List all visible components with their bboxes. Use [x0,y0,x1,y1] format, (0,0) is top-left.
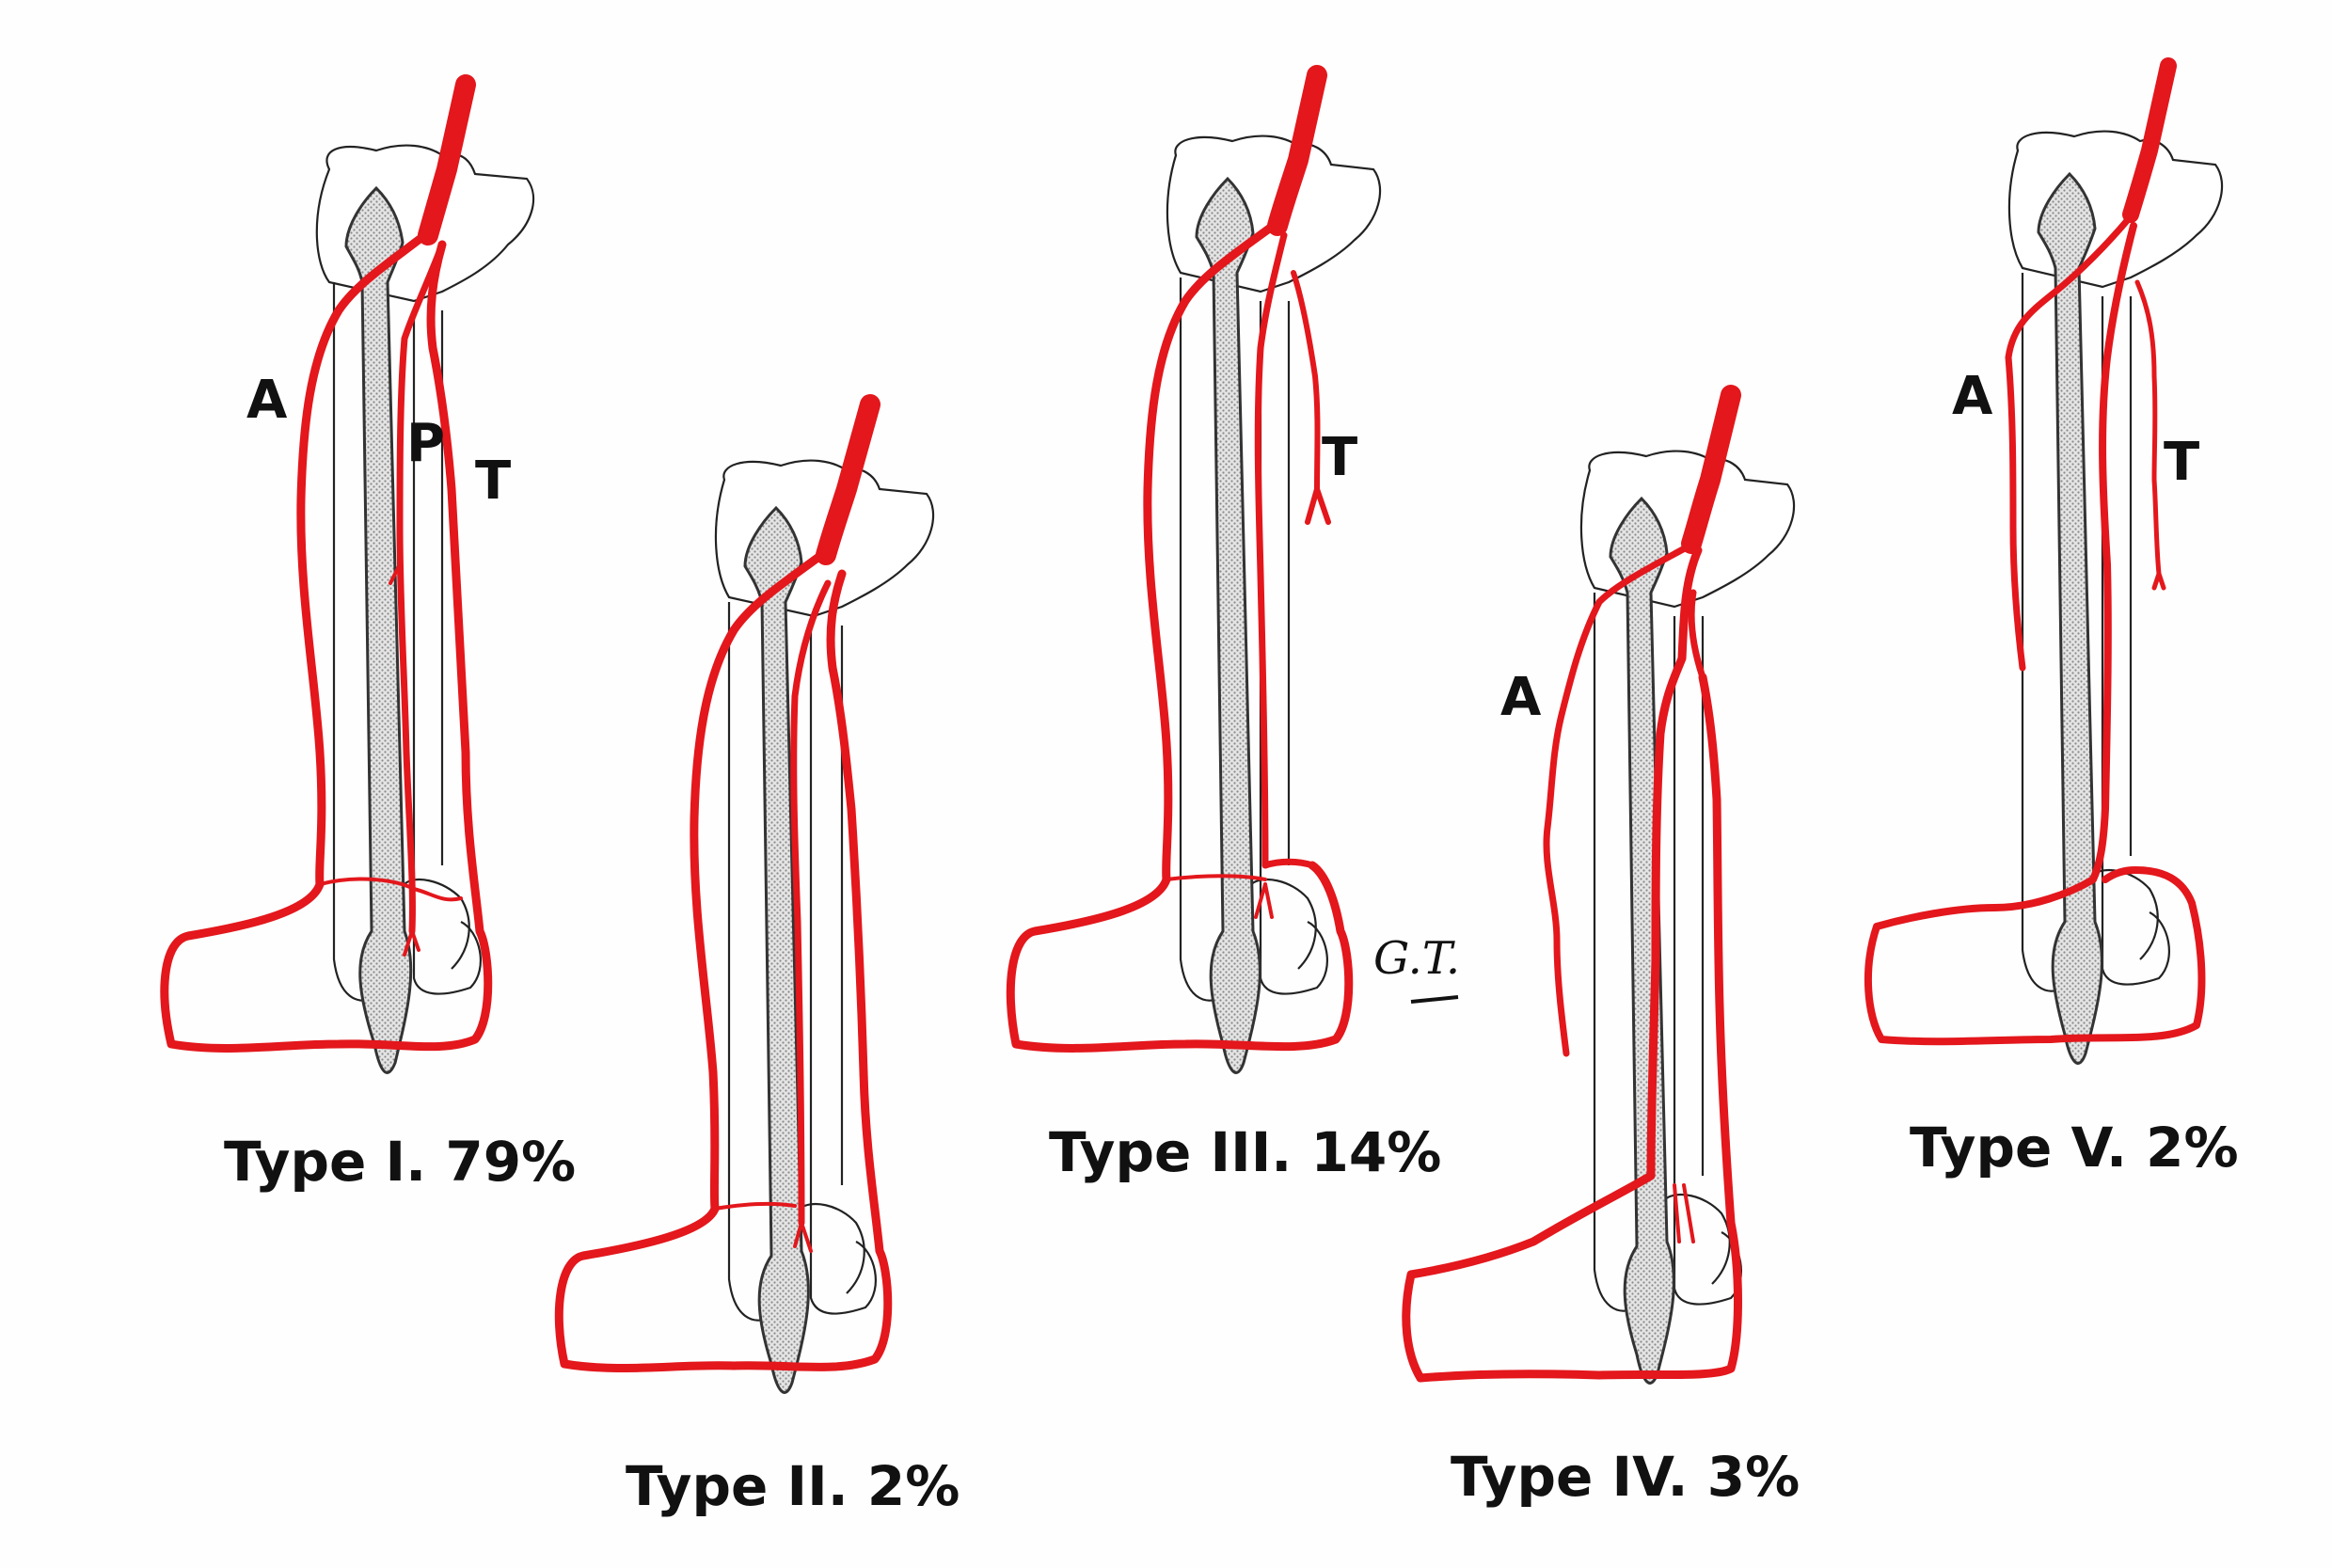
label-t: T [475,451,511,512]
label-a: A [1952,366,1993,427]
tibia-outline [2021,273,2170,992]
label-t: T [2164,432,2199,493]
peroneal-artery [1688,589,1706,681]
shaft-rod [2037,171,2103,1065]
label-t: T [1322,427,1357,488]
posterior-loop-artery [554,569,893,1373]
posterior-loop-artery [1006,861,1354,1053]
caption-type-4: Type IV. 3% [1451,1445,1800,1509]
foot-communicating-artery [713,1201,797,1211]
perforating-branch [389,562,402,585]
figure-type-5: A T Type V. 2% [1864,57,2239,1180]
anterior-tibial-artery [1543,540,1697,1057]
peroneal-artery [1254,231,1316,869]
caption-type-5: Type V. 2% [1910,1116,2239,1180]
figure-type-2: Type II. 2% [554,394,960,1518]
posterior-tibial-stub [1291,270,1331,525]
shaft-rod [1195,176,1261,1074]
foot-bone-outline [2092,868,2159,960]
anterior-tibial-artery [690,546,833,1213]
posterior-tibial-stub [2134,279,2166,591]
posterior-loop-artery [1864,222,2206,1046]
figure-type-1: A P T Type I. 79% [160,74,576,1194]
distal-branches [793,1221,813,1253]
shaft-rod [1609,496,1675,1385]
label-a: A [246,370,288,431]
caption-type-1: Type I. 79% [224,1130,576,1194]
foot-bone-outline [799,1202,865,1294]
distal-branches [403,929,420,957]
arteries-type-3 [1006,65,1354,1053]
peroneal-artery [790,579,832,1227]
arteries-type-4 [1402,385,1742,1383]
signature: G.T. [1373,932,1460,985]
anterior-tibial-artery [1143,216,1284,884]
figure-type-4: A Type IV. 3% [1402,385,1800,1509]
foot-communicating-artery [318,877,463,902]
foot-communicating-artery [1165,874,1267,881]
caption-type-2: Type II. 2% [626,1454,960,1518]
figure-type-3: T Type III. 14% [1006,65,1441,1184]
popliteal-artery [2122,57,2177,223]
anterior-tibial-artery [296,226,436,889]
label-p: P [406,413,445,474]
anterior-tibial-artery [2005,213,2134,672]
signature-underline [1410,995,1459,1004]
arteries-type-1 [160,74,493,1053]
popliteal-artery [1681,385,1741,554]
foot-bone-outline [1664,1193,1731,1285]
distal-branches [1254,882,1274,919]
tibia-outline [1179,277,1328,1002]
peroneal-artery [396,241,446,935]
knee-outline [2007,130,2224,289]
posterior-loop-artery [1402,546,1742,1383]
posterior-loop-artery [160,240,493,1053]
arteries-type-5 [1864,57,2206,1046]
distal-branches [1673,1183,1695,1243]
label-a: A [1500,667,1542,728]
caption-type-3: Type III. 14% [1049,1120,1441,1184]
arteries-type-2 [554,394,893,1373]
